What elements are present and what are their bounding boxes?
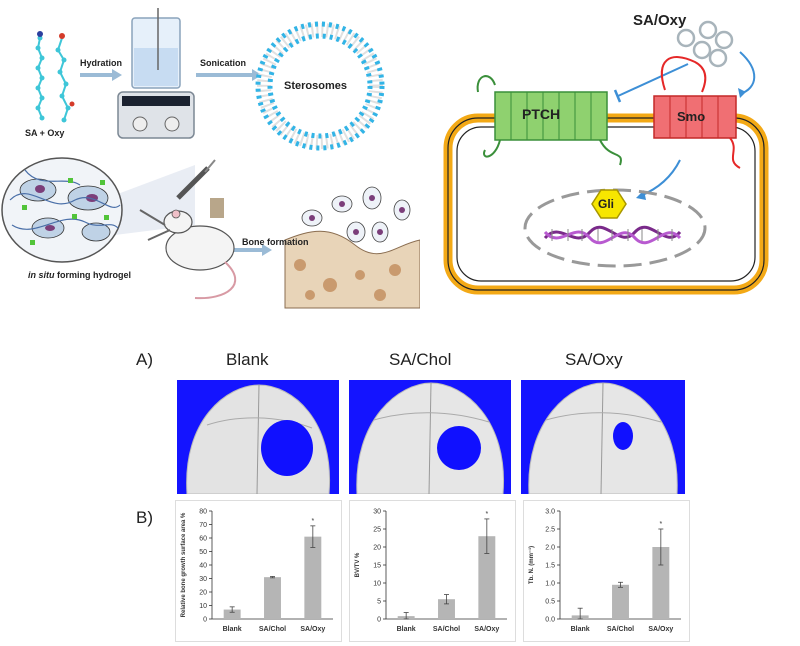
syringe-icon	[176, 159, 216, 200]
chart-bone-surface-svg: Relative bone growth surface area % 0 10 20…	[181, 509, 333, 633]
chart-ytick-label: 1.5	[545, 563, 555, 570]
panel-a-title-sa-chol: SA/Chol	[389, 350, 452, 369]
chart-bar	[478, 536, 496, 619]
chart-ytick-label: 20	[199, 590, 207, 597]
step-sonication-label: Sonication	[200, 58, 247, 68]
chart-ytick-label: 60	[199, 536, 207, 543]
molecule-label: SA + Oxy	[25, 128, 65, 138]
chart-ytick-label: 5	[377, 599, 381, 606]
chart-bar	[612, 584, 629, 619]
fabrication-illustration	[1, 8, 421, 309]
bone-formation-icon	[284, 186, 421, 309]
chart-xtick-label: SA/Oxy	[474, 626, 499, 633]
chart-ytick-label: 1.0	[545, 581, 555, 588]
chart-bar	[223, 609, 241, 619]
fabrication-schematic: Hydration Sonication Sterosomes SA + Oxy…	[0, 0, 421, 310]
smo-label: Smo	[677, 109, 706, 124]
chart-bar	[304, 536, 322, 619]
chart-significance-mark: *	[659, 521, 662, 528]
chart-ytick-label: 0.5	[545, 599, 555, 606]
chart-xtick-label: SA/Oxy	[648, 626, 673, 633]
chart-ytick-label: 50	[199, 549, 207, 556]
panel-a-title-blank: Blank	[226, 350, 269, 369]
ligand-particles-icon	[676, 20, 734, 68]
step-hydration-label: Hydration	[80, 58, 123, 68]
microct-image-blank	[177, 380, 339, 494]
dna-helix-icon	[543, 225, 682, 245]
arrow-icon	[80, 69, 272, 256]
chart-ytick-label: 80	[199, 509, 207, 516]
chart-significance-mark: *	[311, 518, 314, 525]
rat-icon	[139, 198, 237, 300]
hedgehog-pathway-schematic: SA/Oxy PTCH Smo Gli	[440, 0, 800, 300]
chart-xtick-label: SA/Oxy	[300, 626, 325, 633]
chart-ytick-label: 2.0	[545, 545, 555, 552]
chart-bone-surface: Relative bone growth surface area % 0 10 20…	[175, 500, 342, 642]
sterosomes-label: Sterosomes	[284, 80, 347, 92]
chart-ytick-label: 0	[203, 617, 207, 624]
chart-ytick-label: 3.0	[545, 509, 555, 516]
panel-a-label: A)	[136, 350, 153, 369]
chart-significance-mark: *	[485, 511, 488, 518]
pathway-illustration	[443, 20, 769, 295]
chart-ytick-label: 40	[199, 563, 207, 570]
chart-ytick-label: 10	[199, 603, 207, 610]
chart-ytick-label: 0.0	[545, 617, 555, 624]
beaker-stirrer-icon	[117, 8, 195, 139]
gli-label: Gli	[598, 197, 615, 211]
molecule-icon	[35, 31, 75, 123]
chart-xtick-label: SA/Chol	[433, 626, 460, 633]
chart-ytick-label: 15	[373, 563, 381, 570]
ptch-label: PTCH	[522, 106, 561, 122]
microct-image-sa-chol	[349, 380, 511, 494]
chart-bar	[652, 547, 670, 619]
chart-ylabel: Relative bone growth surface area %	[181, 512, 187, 617]
drug-label: SA/Oxy	[633, 12, 687, 29]
chart-ylabel: Tb. N. (mm⁻¹)	[528, 546, 535, 584]
hydrogel-label: in situ forming hydrogel	[28, 270, 131, 280]
hydrogel-magnified-icon	[1, 157, 195, 263]
chart-ylabel: BV/TV %	[355, 552, 361, 577]
bone-formation-label: Bone formation	[242, 237, 309, 247]
chart-bar	[438, 599, 455, 619]
chart-ytick-label: 30	[373, 509, 381, 516]
chart-ytick-label: 30	[199, 576, 207, 583]
chart-ytick-label: 20	[373, 545, 381, 552]
chart-bar	[264, 577, 281, 619]
chart-xtick-label: Blank	[397, 626, 416, 633]
gli-hexagon-icon	[591, 189, 627, 219]
chart-xtick-label: Blank	[223, 626, 242, 633]
chart-ytick-label: 2.5	[545, 527, 555, 534]
panel-a-title-sa-oxy: SA/Oxy	[565, 350, 623, 369]
microct-image-sa-oxy	[521, 380, 685, 494]
chart-xtick-label: Blank	[571, 626, 590, 633]
ptch-receptor-icon	[476, 75, 622, 166]
inhibition-arrow-icon	[613, 63, 689, 103]
chart-xtick-label: SA/Chol	[259, 626, 286, 633]
chart-ytick-label: 25	[373, 527, 381, 534]
chart-ytick-label: 10	[373, 581, 381, 588]
chart-ytick-label: 0	[377, 617, 381, 624]
sterosome-vesicle-icon	[255, 21, 385, 151]
chart-ytick-label: 70	[199, 522, 207, 529]
chart-xtick-label: SA/Chol	[607, 626, 634, 633]
smo-receptor-icon	[653, 56, 741, 169]
panel-b-label: B)	[136, 508, 153, 527]
